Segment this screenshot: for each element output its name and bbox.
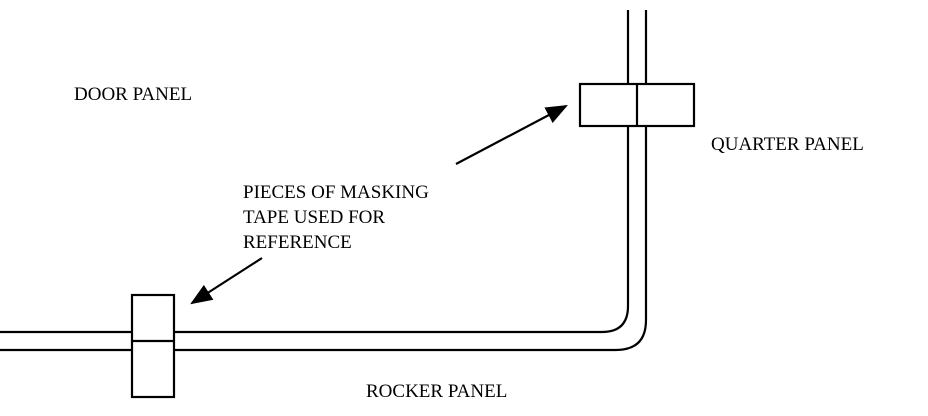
quarter-panel-label: QUARTER PANEL (711, 134, 864, 155)
masking-tape-quarter (578, 82, 696, 128)
panel-gap-outer-line (0, 10, 630, 334)
rocker-panel-label: ROCKER PANEL (366, 381, 507, 402)
callout-line-2: TAPE USED FOR (243, 207, 385, 228)
callout-line-3: REFERENCE (243, 232, 352, 253)
callout-arrow-quarter (455, 104, 568, 165)
masking-tape-rocker (130, 293, 176, 399)
door-panel-label: DOOR PANEL (74, 84, 192, 105)
panel-gap-inner-line (0, 10, 648, 352)
callout-line-1: PIECES OF MASKING (243, 182, 429, 203)
callout-arrow-rocker (190, 257, 263, 305)
